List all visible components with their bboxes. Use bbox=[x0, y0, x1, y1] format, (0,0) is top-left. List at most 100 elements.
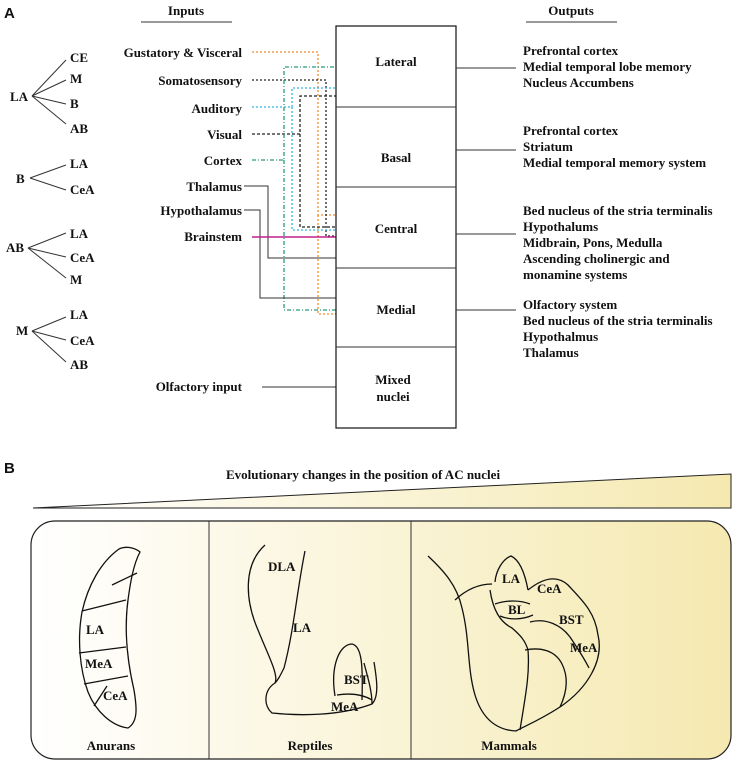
anurans-boundary bbox=[93, 685, 108, 707]
input-brainstem: Brainstem bbox=[184, 229, 242, 244]
outputs-header: Outputs bbox=[548, 3, 594, 18]
anurans-boundary bbox=[83, 675, 129, 685]
anurans-outline bbox=[78, 546, 141, 729]
projection-target: CeA bbox=[70, 182, 95, 197]
species-name-mammals: Mammals bbox=[481, 738, 537, 753]
mammals-outline-left bbox=[427, 555, 517, 732]
input-auditory: Auditory bbox=[191, 101, 242, 116]
species-name-anurans: Anurans bbox=[87, 738, 135, 753]
projection-target: M bbox=[70, 71, 82, 86]
mammals-la-bl-boundary bbox=[494, 600, 531, 605]
nucleus-central: Central bbox=[375, 221, 418, 236]
output-text: Ascending cholinergic and bbox=[523, 251, 670, 266]
anurans-label: CeA bbox=[103, 688, 128, 703]
output-text: Medial temporal memory system bbox=[523, 155, 706, 170]
output-text: Striatum bbox=[523, 139, 573, 154]
evolution-gradient-wedge bbox=[32, 473, 732, 509]
output-text: Bed nucleus of the stria terminalis bbox=[523, 203, 713, 218]
arrow-b-la bbox=[29, 164, 67, 179]
output-labels: Prefrontal cortex Medial temporal lobe m… bbox=[523, 43, 713, 360]
output-text: Olfactory system bbox=[523, 297, 617, 312]
arrow-la-m bbox=[31, 79, 67, 97]
nucleus-lateral: Lateral bbox=[375, 54, 417, 69]
arrow-m-ab bbox=[31, 330, 67, 363]
mammals-mea-boundary bbox=[524, 648, 567, 708]
species-container bbox=[30, 520, 732, 760]
arrow-ab-cea bbox=[27, 247, 67, 258]
output-text: Hypothalums bbox=[523, 219, 598, 234]
anurans-boundary bbox=[111, 572, 138, 586]
input-labels: Gustatory & Visceral Somatosensory Audit… bbox=[124, 45, 243, 394]
nucleus-basal: Basal bbox=[381, 150, 412, 165]
mammals-inner-boundary bbox=[489, 589, 530, 731]
connector-auditory bbox=[252, 87, 336, 231]
reptiles-label: LA bbox=[293, 620, 312, 635]
input-hypothalamus: Hypothalamus bbox=[160, 203, 242, 218]
anurans-label: MeA bbox=[85, 656, 113, 671]
arrow-ab-m bbox=[27, 247, 67, 279]
mammals-label: CeA bbox=[537, 581, 562, 596]
mammals-outline-right bbox=[515, 578, 600, 732]
input-olfactory: Olfactory input bbox=[156, 379, 243, 394]
projection-target: LA bbox=[70, 307, 89, 322]
arrow-la-b bbox=[31, 95, 67, 105]
arrow-b-cea bbox=[29, 177, 67, 191]
projection-target: CeA bbox=[70, 333, 95, 348]
mammals-diagram: LA CeA BL BST MeA Mammals bbox=[427, 555, 600, 753]
arrow-la-ce bbox=[31, 59, 67, 97]
nuclei-column: Lateral Basal Central Medial Mixed nucle… bbox=[335, 25, 457, 429]
reptiles-mea-boundary bbox=[336, 693, 373, 701]
arrow-m-la bbox=[31, 316, 67, 332]
anurans-boundary bbox=[81, 599, 127, 612]
reptiles-dla-boundary bbox=[274, 550, 306, 684]
connector-visual bbox=[252, 95, 336, 228]
projection-target: AB bbox=[70, 121, 88, 136]
output-text: Midbrain, Pons, Medulla bbox=[523, 235, 663, 250]
output-text: Thalamus bbox=[523, 345, 579, 360]
nucleus-medial: Medial bbox=[377, 302, 416, 317]
projection-target: AB bbox=[70, 357, 88, 372]
projection-target: CE bbox=[70, 50, 88, 65]
nucleus-mixed: Mixed bbox=[375, 372, 411, 387]
anurans-label: LA bbox=[86, 622, 105, 637]
reptiles-label: DLA bbox=[268, 559, 296, 574]
projection-target: LA bbox=[70, 156, 89, 171]
panel-b-title: Evolutionary changes in the position of … bbox=[226, 467, 501, 482]
arrow-ab-la bbox=[27, 232, 67, 249]
input-gustatory: Gustatory & Visceral bbox=[124, 45, 243, 60]
input-somatosensory: Somatosensory bbox=[158, 73, 242, 88]
inputs-header: Inputs bbox=[168, 3, 204, 18]
projection-target: M bbox=[70, 272, 82, 287]
arrow-la-ab bbox=[31, 95, 67, 125]
projection-source-la: LA bbox=[10, 89, 29, 104]
projection-target: LA bbox=[70, 226, 89, 241]
input-cortex: Cortex bbox=[204, 153, 243, 168]
projection-source-m: M bbox=[16, 323, 28, 338]
nucleus-nuclei: nuclei bbox=[376, 389, 410, 404]
output-text: Hypothalmus bbox=[523, 329, 598, 344]
output-text: Prefrontal cortex bbox=[523, 43, 619, 58]
anurans-boundary bbox=[78, 646, 127, 654]
mammals-label: LA bbox=[502, 571, 521, 586]
connectors bbox=[244, 51, 336, 388]
input-thalamus: Thalamus bbox=[186, 179, 242, 194]
projection-target: B bbox=[70, 96, 79, 111]
output-text: Bed nucleus of the stria terminalis bbox=[523, 313, 713, 328]
projection-diagrams: LA CE M B AB B LA CeA AB LA CeA M M LA C… bbox=[6, 50, 95, 372]
connector-cortex bbox=[252, 66, 336, 311]
connector-thalamus bbox=[244, 185, 336, 259]
input-visual: Visual bbox=[207, 127, 242, 142]
connector-gustatory bbox=[252, 51, 336, 315]
connector-hypothalamus bbox=[244, 209, 336, 299]
reptiles-diagram: DLA LA BST MeA Reptiles bbox=[247, 544, 378, 753]
species-name-reptiles: Reptiles bbox=[288, 738, 333, 753]
projection-source-ab: AB bbox=[6, 240, 24, 255]
panel-b-letter: B bbox=[4, 460, 15, 477]
nuclei-box bbox=[335, 25, 457, 429]
reptiles-label: MeA bbox=[331, 699, 359, 714]
output-text: Medial temporal lobe memory bbox=[523, 59, 692, 74]
anurans-diagram: LA MeA CeA Anurans bbox=[78, 546, 141, 753]
mammals-bst-boundary bbox=[529, 620, 590, 669]
mammals-label: MeA bbox=[570, 640, 598, 655]
